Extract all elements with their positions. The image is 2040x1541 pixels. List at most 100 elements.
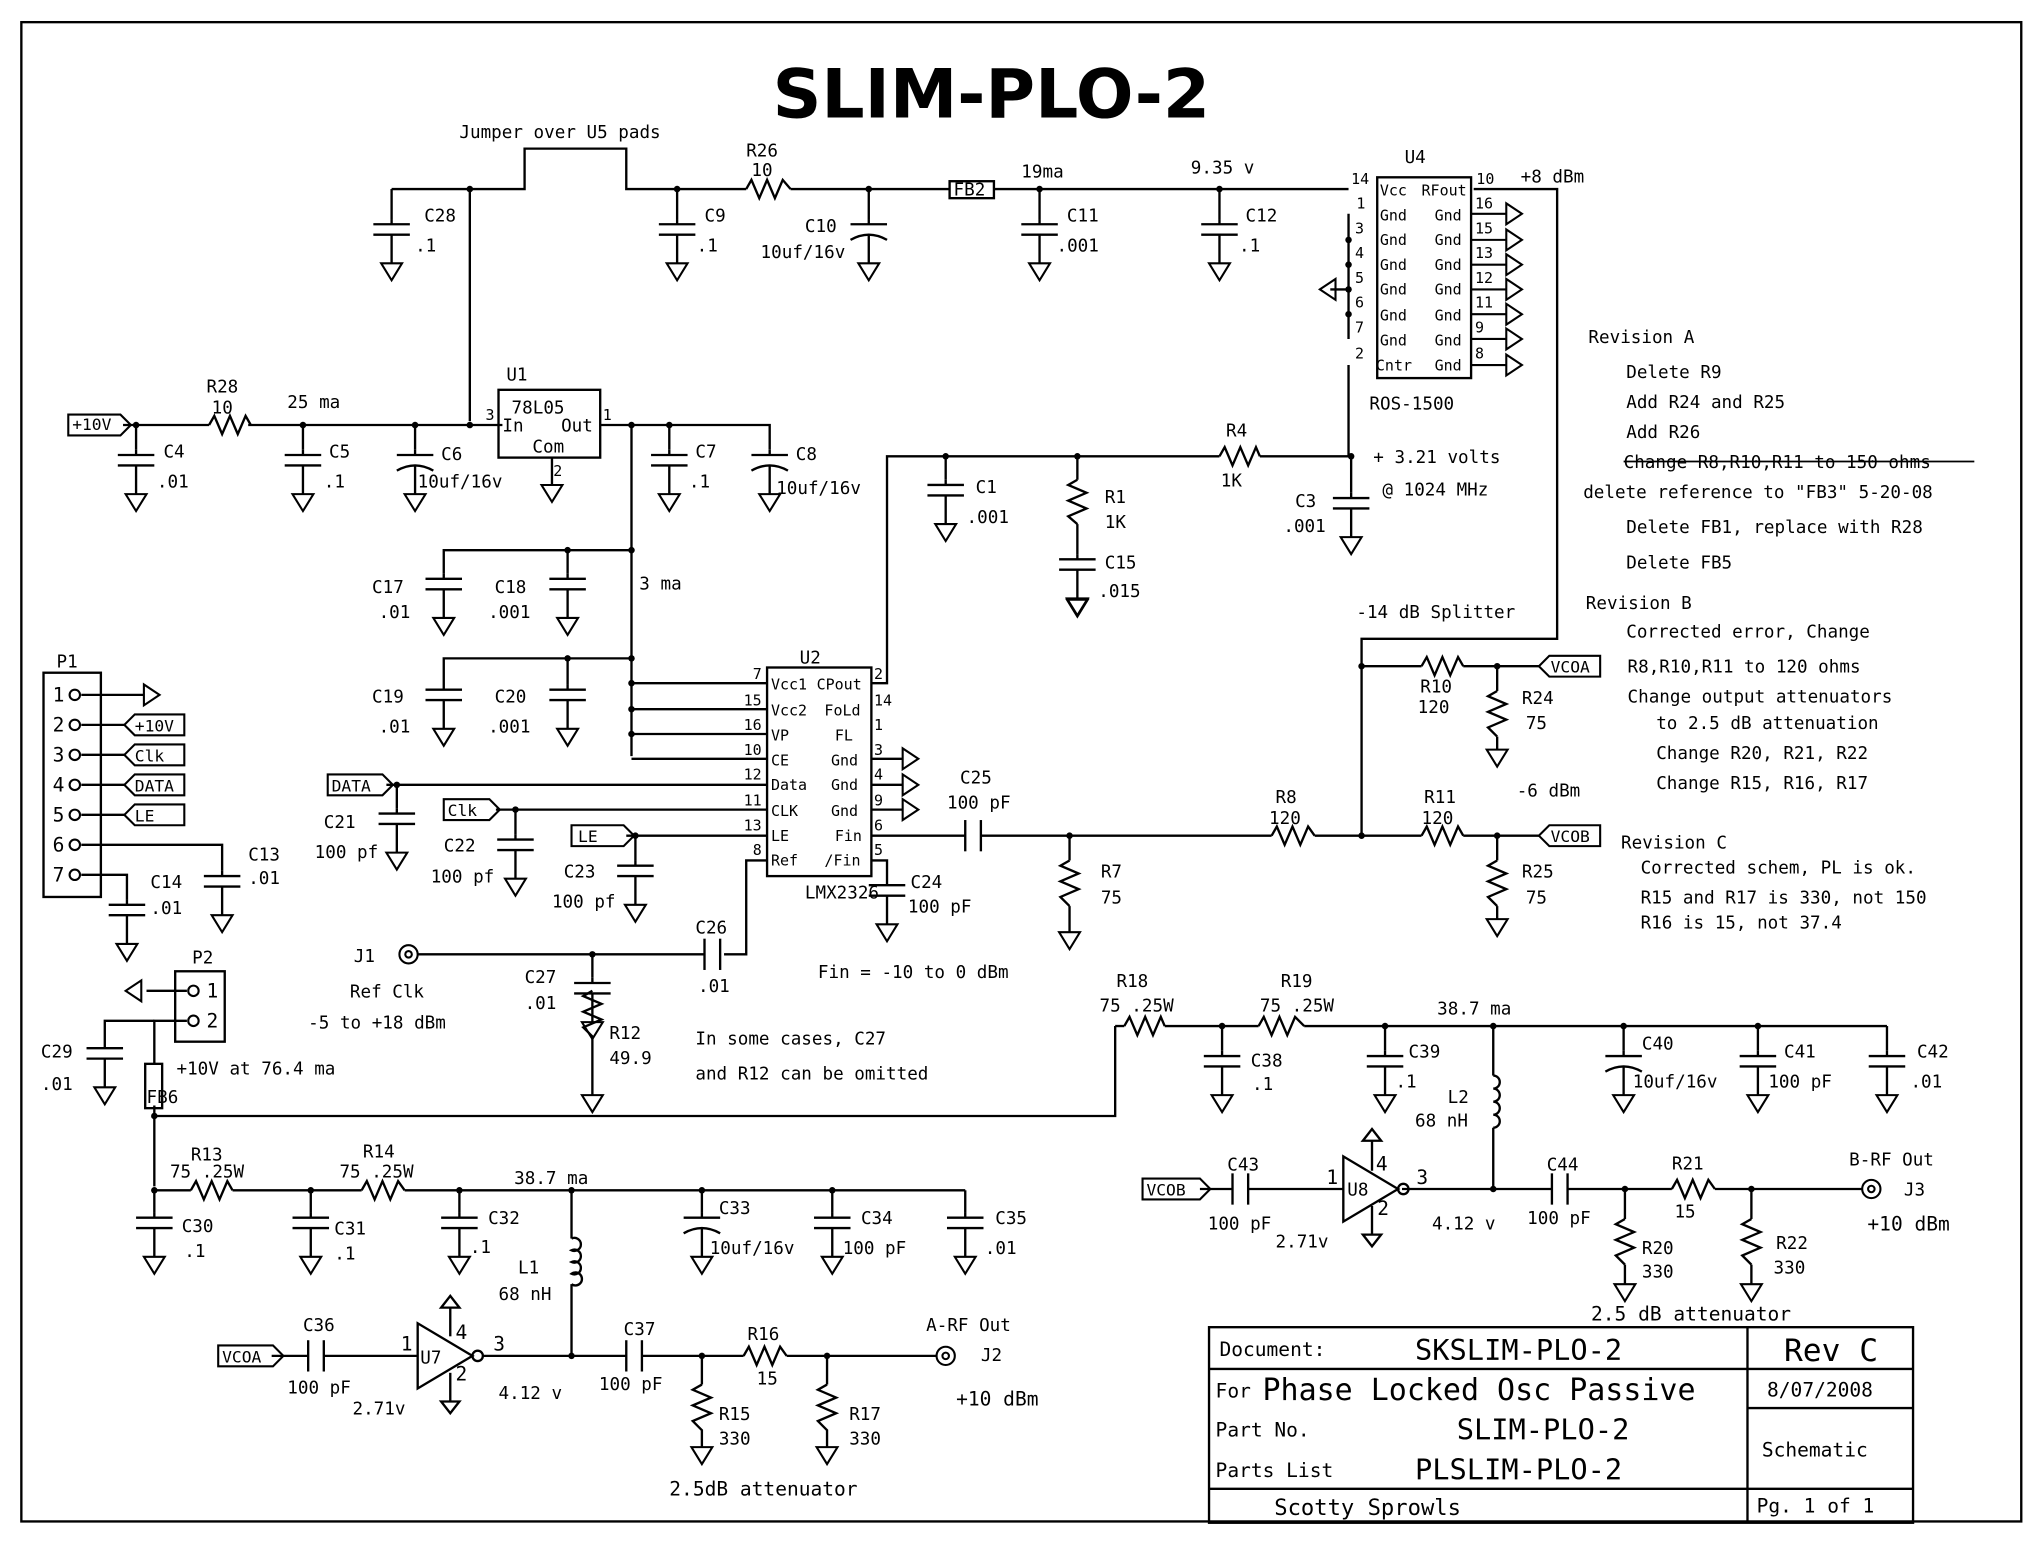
pin-label: 4 xyxy=(1355,244,1364,262)
component-label: C43 xyxy=(1227,1156,1259,1176)
component-label: R22 xyxy=(1776,1234,1808,1254)
ground-symbol xyxy=(1338,536,1364,557)
pin-label: 7 xyxy=(53,863,65,886)
component-label: .1 xyxy=(184,1242,205,1262)
pin-label: /Fin xyxy=(824,852,860,870)
component-label: 49.9 xyxy=(609,1049,651,1069)
component-label: 330 xyxy=(719,1430,751,1450)
pin-label: 13 xyxy=(744,816,762,834)
component-label: .01 xyxy=(698,977,730,997)
pin-label: Gnd xyxy=(831,802,858,820)
pin-label: Ref xyxy=(771,852,798,870)
component-label: C6 xyxy=(441,445,462,465)
title-block-frame xyxy=(1207,1326,1915,1524)
component-label: J1 xyxy=(354,947,375,967)
ground-symbol xyxy=(1065,597,1090,618)
net-tag xyxy=(1537,654,1602,678)
pin-label: 9 xyxy=(1475,318,1484,336)
ground-symbol xyxy=(1505,326,1524,352)
ground-symbol xyxy=(503,877,528,898)
component-label: 10uf/16v xyxy=(418,473,503,493)
net-le: LE xyxy=(578,827,598,846)
component-label: R13 xyxy=(191,1145,223,1165)
pin-label: 12 xyxy=(744,766,762,784)
net-tag xyxy=(442,798,502,822)
tb-for-label: For xyxy=(1216,1380,1252,1403)
net-vcob: VCOB xyxy=(1551,827,1590,846)
note-freq: @ 1024 MHz xyxy=(1382,480,1488,500)
component-label: C24 xyxy=(910,873,942,893)
ground-symbol xyxy=(901,797,921,822)
tb-partno-label: Part No. xyxy=(1216,1419,1310,1442)
ground-symbol xyxy=(555,616,580,637)
ground-symbol xyxy=(1207,262,1232,283)
component-label: 120 xyxy=(1422,809,1454,829)
component-label: R28 xyxy=(206,377,238,397)
capacitor-symbol xyxy=(378,808,416,853)
pin-label: Gnd xyxy=(831,751,858,769)
capacitor-symbol xyxy=(868,880,906,925)
net-tag xyxy=(326,773,395,797)
tb-author: Scotty Sprowls xyxy=(1274,1495,1461,1521)
component-label: C9 xyxy=(704,207,725,227)
component-label: .015 xyxy=(1098,582,1140,602)
series-capacitor xyxy=(1231,1173,1250,1205)
pin-label: 7 xyxy=(753,665,762,683)
tb-type: Schematic xyxy=(1762,1438,1868,1461)
ground-symbol xyxy=(447,1255,472,1276)
component-label: ROS-1500 xyxy=(1369,394,1454,414)
pin-label: 16 xyxy=(744,716,762,734)
component-label: 10uf/16v xyxy=(710,1239,795,1259)
component-label: 100 pF xyxy=(599,1375,663,1395)
component-label: 100 pf xyxy=(315,843,379,863)
note-refclk: Ref Clk xyxy=(350,982,425,1002)
ground-symbol xyxy=(123,978,143,1004)
note-935v: 9.35 v xyxy=(1191,158,1255,178)
buffers xyxy=(416,1127,1410,1416)
capacitor-symbol xyxy=(373,219,410,264)
component-label: C13 xyxy=(248,845,280,865)
component-label: C12 xyxy=(1246,207,1278,227)
pin-label: 6 xyxy=(874,816,883,834)
component-label: .1 xyxy=(1252,1075,1273,1095)
capacitor-symbol xyxy=(425,573,463,618)
pin-label: 5 xyxy=(1355,269,1364,287)
component-label: C25 xyxy=(960,769,992,789)
component-label: P1 xyxy=(57,653,78,673)
component-label: R19 xyxy=(1281,972,1313,992)
component-label: C20 xyxy=(495,688,527,708)
ground-symbol xyxy=(1505,277,1524,302)
component-label: R18 xyxy=(1116,972,1148,992)
component-label: .001 xyxy=(488,603,530,623)
component-label: .1 xyxy=(1239,237,1260,257)
component-label: 10uf/16v xyxy=(761,243,846,263)
note-387-b: 38.7 ma xyxy=(1437,999,1511,1019)
component-label: 75 xyxy=(1101,888,1122,908)
component-label: C10 xyxy=(805,217,837,237)
sheet-border xyxy=(20,20,2023,1523)
net-tag xyxy=(217,1344,285,1368)
net-tags xyxy=(67,413,1602,1368)
note-dbm-a: +10 dBm xyxy=(956,1387,1038,1410)
wires xyxy=(20,20,2023,1524)
revision-line: Change output attenuators xyxy=(1628,688,1893,708)
component-label: 10 xyxy=(751,161,772,181)
pin-label: 5 xyxy=(874,841,883,859)
capacitor-symbol xyxy=(136,1212,173,1257)
component-label: 10uf/16v xyxy=(1633,1072,1718,1092)
note-dbm-b: +10 dBm xyxy=(1867,1213,1949,1236)
component-labels: C28.1C9.1R2610C1010uf/16vFB2C11.001C12.1… xyxy=(41,141,1949,1449)
pin-label: Gnd xyxy=(1435,206,1462,224)
pin-label: 1 xyxy=(603,406,612,424)
pin-label: 2 xyxy=(1377,1197,1389,1220)
ground-symbol xyxy=(933,523,958,544)
tb-rev: Rev C xyxy=(1784,1333,1878,1369)
net-tag xyxy=(570,824,636,848)
component-label: C5 xyxy=(329,443,350,463)
ground-symbol xyxy=(1372,1094,1398,1115)
pin-label: Cntr xyxy=(1376,356,1412,374)
component-label: R10 xyxy=(1420,677,1452,697)
component-label: 100 pF xyxy=(947,793,1011,813)
component-label: .01 xyxy=(41,1075,73,1095)
pin-label: Vcc xyxy=(1380,182,1407,200)
